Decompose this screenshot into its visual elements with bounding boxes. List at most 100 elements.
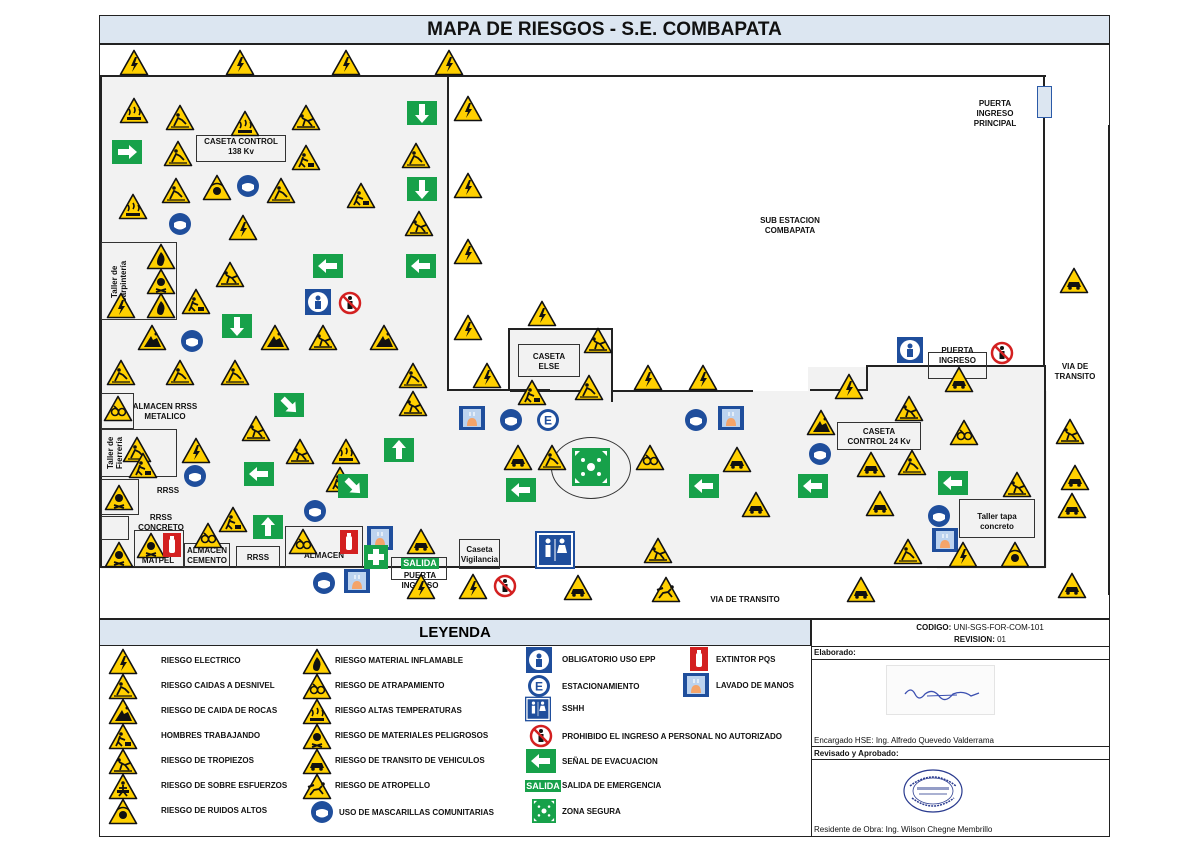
wall-line xyxy=(1043,75,1045,366)
worker-icon xyxy=(291,144,321,171)
fall-risk-icon xyxy=(163,140,193,167)
fall-risk-icon xyxy=(401,142,431,169)
wall-line xyxy=(1044,365,1046,568)
vehicle-traffic-icon xyxy=(563,574,593,601)
legend-fall-icon xyxy=(108,673,138,700)
high-temperature-icon xyxy=(230,110,260,137)
fire-extinguisher-icon xyxy=(163,533,181,557)
trip-risk-icon xyxy=(583,327,613,354)
legend-rock-label: RIESGO DE CAIDA DE ROCAS xyxy=(161,706,278,715)
wall-line xyxy=(810,389,868,391)
handwash-icon xyxy=(344,569,370,593)
wall-line xyxy=(613,390,753,392)
evacuation-arrow-left-icon xyxy=(938,471,968,495)
vehicle-traffic-icon xyxy=(741,491,771,518)
evacuation-arrow-left-icon xyxy=(798,474,828,498)
wall-line xyxy=(447,389,550,391)
vehicle-traffic-icon xyxy=(1057,572,1087,599)
legend-toxic-label: RIESGO DE MATERIALES PELIGROSOS xyxy=(335,731,489,740)
legend-noentry-label: PROHIBIDO EL INGRESO A PERSONAL NO AUTOR… xyxy=(562,732,783,741)
legend-trap-label: RIESGO DE ATRAPAMIENTO xyxy=(335,681,445,690)
legend-fire-label: RIESGO MATERIAL INFLAMABLE xyxy=(335,656,464,665)
electric-risk-icon xyxy=(406,573,436,600)
mask-mandatory-icon xyxy=(183,464,207,488)
high-temperature-icon xyxy=(118,193,148,220)
legend-handwash-label: LAVADO DE MANOS xyxy=(716,681,794,690)
svg-text:E: E xyxy=(544,414,552,428)
legend-noise-icon xyxy=(108,798,138,825)
entrapment-icon xyxy=(635,444,665,471)
evacuation-arrow-up-icon xyxy=(384,438,414,462)
rrss-label: RRSS xyxy=(156,486,180,495)
handwash-icon xyxy=(932,528,958,552)
matpel-label: MATPEL xyxy=(141,556,175,565)
legend-run-label: RIESGO DE ATROPELLO xyxy=(335,781,431,790)
almacen-label: ALMACEN xyxy=(304,551,344,560)
electric-risk-icon xyxy=(331,49,361,76)
legend-evac-arrow-label: SEÑAL DE EVACUACION xyxy=(562,757,658,766)
legend-car-label: RIESGO DE TRANSITO DE VEHICULOS xyxy=(335,756,485,765)
legend-parking-icon: E xyxy=(527,674,551,698)
svg-text:E: E xyxy=(535,680,543,694)
vehicle-traffic-icon xyxy=(503,444,533,471)
trip-risk-icon xyxy=(404,210,434,237)
divider xyxy=(811,646,1110,647)
evacuation-arrow-diag-icon xyxy=(338,474,368,498)
mask-mandatory-icon xyxy=(312,571,336,595)
rrss2-label: RRSS xyxy=(246,553,270,562)
legend-noise-label: RIESGO DE RUIDOS ALTOS xyxy=(161,806,268,815)
parking-icon: E xyxy=(536,408,560,432)
trip-risk-icon xyxy=(398,390,428,417)
trip-risk-icon xyxy=(291,104,321,131)
wall-line xyxy=(611,328,613,402)
divider xyxy=(811,746,1110,747)
wall-line xyxy=(508,328,612,330)
matpel-box xyxy=(134,530,184,567)
legend-parking-label: ESTACIONAMIENTO xyxy=(562,682,640,691)
trip-risk-icon xyxy=(1002,471,1032,498)
legend-effort-icon xyxy=(108,773,138,800)
fall-risk-icon xyxy=(897,449,927,476)
trip-risk-icon xyxy=(285,438,315,465)
entrapment-icon xyxy=(103,395,133,422)
legend-fall-label: RIESGO CAIDAS A DESNIVEL xyxy=(161,681,275,690)
mask-mandatory-icon xyxy=(808,442,832,466)
wall-line xyxy=(100,75,1046,77)
rrss-concreto-box xyxy=(101,516,129,540)
wall-line xyxy=(866,365,1046,367)
taller-carpinteria-box xyxy=(101,242,177,320)
vehicle-traffic-icon xyxy=(865,490,895,517)
electric-risk-icon xyxy=(453,95,483,122)
safe-zone-icon xyxy=(572,448,610,486)
evacuation-arrow-left-icon xyxy=(244,462,274,486)
vehicle-traffic-icon xyxy=(846,576,876,603)
salida-sign: SALIDA xyxy=(401,557,439,569)
page-title: MAPA DE RIESGOS - S.E. COMBAPATA xyxy=(99,15,1110,44)
electric-risk-icon xyxy=(225,49,255,76)
trip-risk-icon xyxy=(241,415,271,442)
legend-run-icon xyxy=(302,773,332,800)
fall-risk-icon xyxy=(266,177,296,204)
rrss-box xyxy=(101,479,139,515)
mask-mandatory-icon xyxy=(168,212,192,236)
caseta-else-box xyxy=(518,344,580,377)
entrapment-icon xyxy=(949,419,979,446)
electric-risk-icon xyxy=(527,300,557,327)
evacuation-arrow-up-icon xyxy=(253,515,283,539)
legend-mask-label: USO DE MASCARILLAS COMUNITARIAS xyxy=(339,808,494,817)
vehicle-traffic-icon xyxy=(1057,492,1087,519)
epp-mandatory-icon xyxy=(305,289,331,315)
vehicle-traffic-icon xyxy=(944,366,974,393)
vehicle-traffic-icon xyxy=(1060,464,1090,491)
electric-risk-icon xyxy=(228,214,258,241)
divider xyxy=(811,659,1110,660)
falling-rock-icon xyxy=(260,324,290,351)
legend-toxic-icon xyxy=(302,723,332,750)
fall-risk-icon xyxy=(893,538,923,565)
legend-extinguisher-icon xyxy=(690,647,708,671)
legend-mask-icon xyxy=(310,800,334,824)
legend-effort-label: RIESGO DE SOBRE ESFUERZOS xyxy=(161,781,288,790)
first-aid-icon xyxy=(364,545,388,569)
